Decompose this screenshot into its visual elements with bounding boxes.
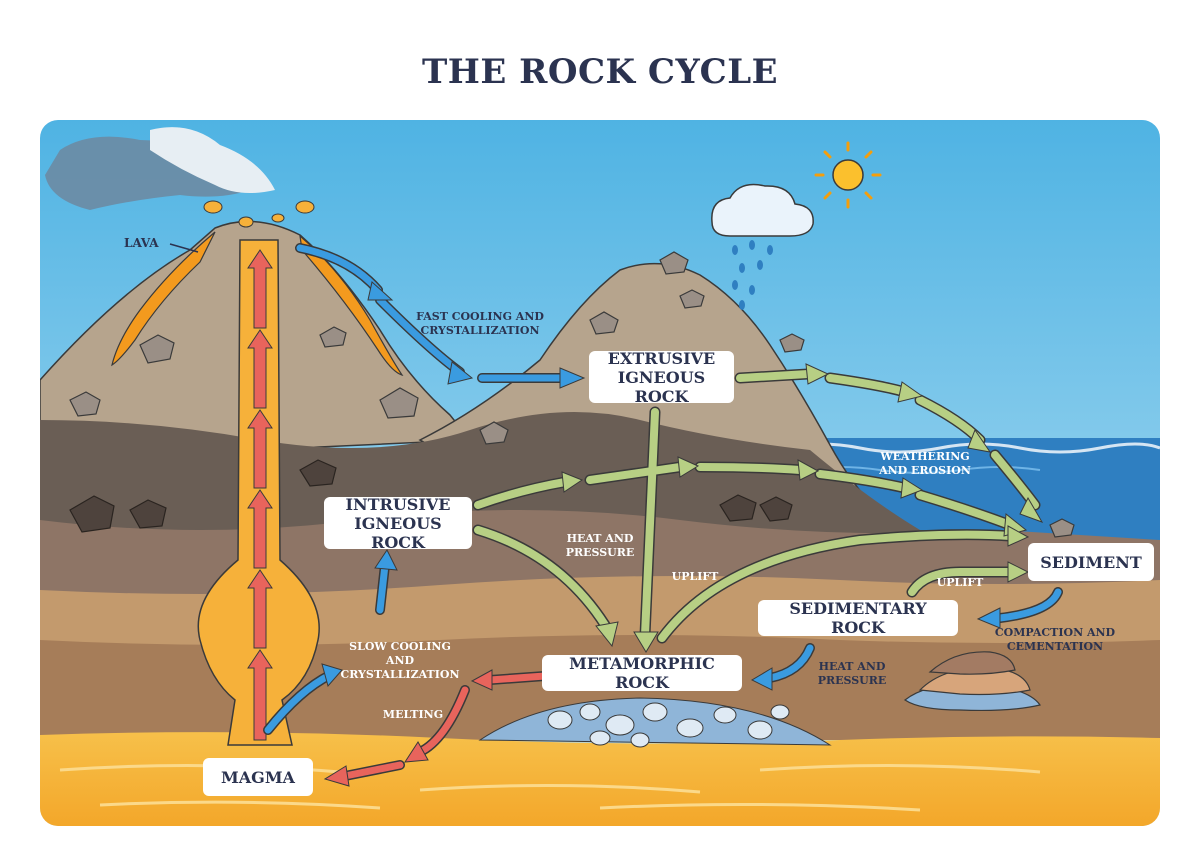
slow-cooling-note: SLOW COOLING AND CRYSTALLIZATION (340, 640, 460, 681)
smoke-cloud (45, 136, 250, 210)
lava-label: LAVA (124, 236, 159, 250)
lava-flow-right (299, 234, 404, 377)
magma-layer (40, 732, 1160, 826)
sun-icon (814, 141, 882, 209)
sedimentary-rock-label: SEDIMENTARY ROCK (758, 599, 958, 637)
compaction-cementation-note: COMPACTION AND CEMENTATION (994, 626, 1116, 653)
rain-cloud-icon (711, 183, 814, 310)
fast-cooling-note: FAST COOLING AND CRYSTALLIZATION (416, 310, 544, 337)
intrusive-igneous-rock-label: INTRUSIVE IGNEOUS ROCK (324, 495, 472, 552)
sediment-label: SEDIMENT (1028, 543, 1154, 581)
magma-label: MAGMA (203, 758, 313, 796)
melting-note: MELTING (382, 708, 444, 721)
lava-flow-left (111, 231, 216, 367)
heat-pressure-note-1: HEAT AND PRESSURE (565, 532, 635, 559)
extrusive-igneous-rock-label: EXTRUSIVE IGNEOUS ROCK (589, 349, 734, 406)
slow-cooling-arrow (263, 549, 398, 735)
metamorphic-rock-label: METAMORPHIC ROCK (542, 654, 742, 692)
uplift-note-2: UPLIFT (936, 576, 984, 589)
lava-pointer-line (169, 243, 199, 253)
uplift-note-1: UPLIFT (671, 570, 719, 583)
weathering-erosion-note: WEATHERING AND EROSION (879, 450, 971, 477)
diagram-title: THE ROCK CYCLE (421, 52, 779, 92)
heat-pressure-arrow (750, 643, 815, 691)
heat-pressure-note-2: HEAT AND PRESSURE (817, 660, 887, 687)
sedimentary-rock-stack (903, 651, 1041, 712)
magma-rise-arrows (247, 249, 273, 741)
melting-arrow (323, 669, 550, 787)
compaction-arrow (976, 587, 1063, 629)
